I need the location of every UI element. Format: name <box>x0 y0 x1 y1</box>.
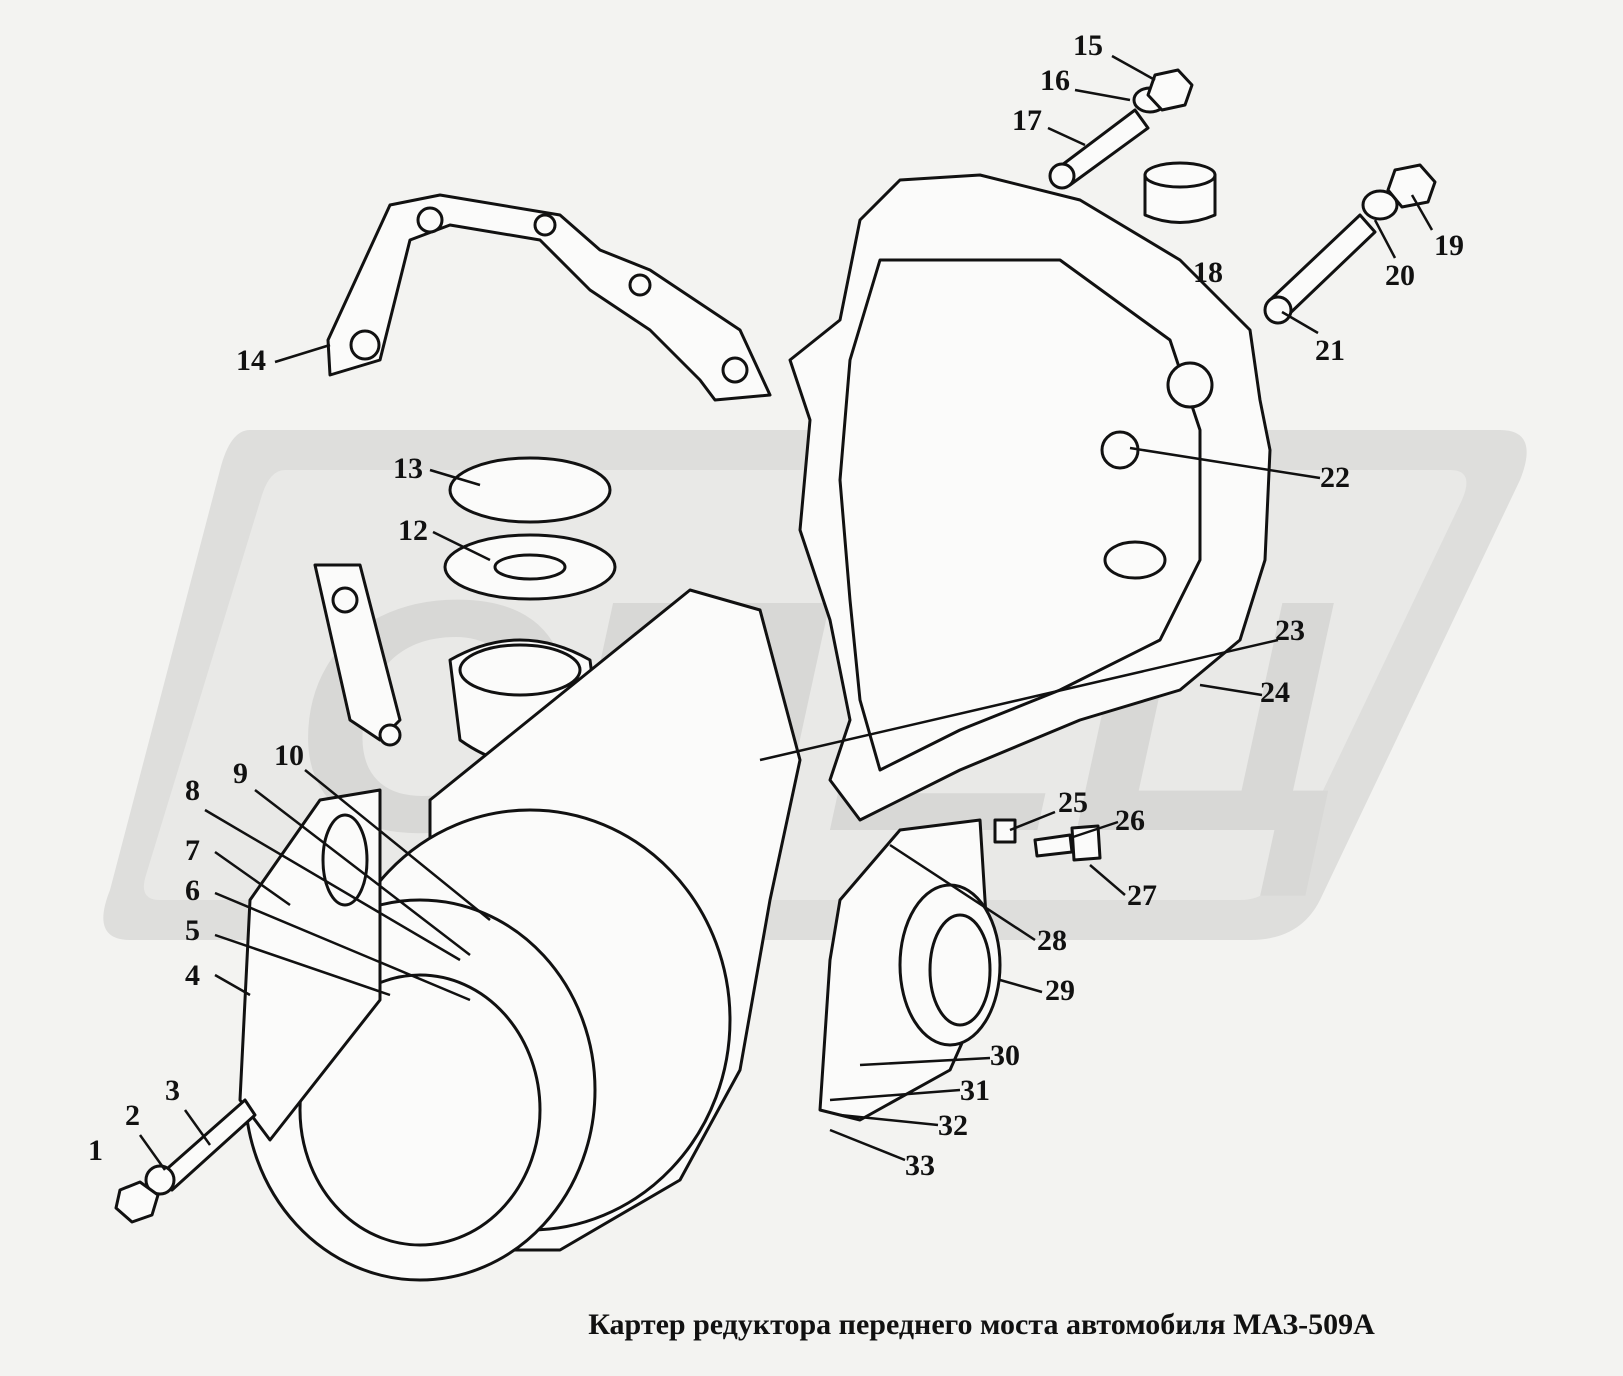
cover-housing <box>788 173 1272 822</box>
leader-line-6 <box>214 891 471 1002</box>
bracket-hole <box>331 586 359 614</box>
callout-number-2: 2 <box>125 1099 140 1132</box>
callout-number-5: 5 <box>185 914 200 947</box>
leader-line-26 <box>1069 820 1119 840</box>
callout-number-28: 28 <box>1037 924 1067 957</box>
callout-number-4: 4 <box>185 959 200 992</box>
callout-number-30: 30 <box>990 1039 1020 1072</box>
stud-end <box>1048 162 1076 190</box>
washer-part-20 <box>1361 189 1399 221</box>
bearing-bore <box>928 913 992 1027</box>
cover-port <box>1103 540 1167 580</box>
callout-number-18: 18 <box>1193 256 1223 289</box>
bracket-hole <box>378 723 402 747</box>
leader-line-5 <box>214 933 391 997</box>
callout-number-3: 3 <box>165 1074 180 1107</box>
leader-line-14 <box>274 343 331 364</box>
leader-line-8 <box>204 808 461 962</box>
neck-opening <box>458 643 582 697</box>
leader-line-33 <box>829 1128 906 1162</box>
leader-line-32 <box>839 1113 939 1127</box>
leader-line-3 <box>183 1109 212 1146</box>
callout-number-31: 31 <box>960 1074 990 1107</box>
cover-inner <box>838 258 1202 772</box>
leader-line-30 <box>859 1056 991 1067</box>
callout-number-13: 13 <box>393 452 423 485</box>
callout-number-1: 1 <box>88 1134 103 1167</box>
callout-number-9: 9 <box>233 757 248 790</box>
leader-line-4 <box>214 973 251 997</box>
leader-line-9 <box>254 789 471 956</box>
gasket-hole <box>416 206 444 234</box>
callout-number-29: 29 <box>1045 974 1075 1007</box>
leader-line-27 <box>1089 864 1126 896</box>
callout-number-6: 6 <box>185 874 200 907</box>
leader-line-15 <box>1111 54 1156 82</box>
bolt-part-27 <box>1033 833 1074 858</box>
leader-line-31 <box>829 1088 961 1102</box>
nut-part-15 <box>1146 68 1194 112</box>
callout-number-12: 12 <box>398 514 428 547</box>
leader-line-23 <box>759 638 1279 762</box>
callout-number-10: 10 <box>274 739 304 772</box>
nut-part-19 <box>1386 163 1437 209</box>
nut-part-25 <box>993 818 1017 844</box>
gasket-hole <box>533 213 557 237</box>
callout-number-22: 22 <box>1320 461 1350 494</box>
leader-line-28 <box>889 843 1036 942</box>
callout-number-21: 21 <box>1315 334 1345 367</box>
callout-number-33: 33 <box>905 1149 935 1182</box>
stud-end <box>1263 295 1293 325</box>
leader-lines <box>138 54 1434 1171</box>
gasket-hole <box>349 329 381 361</box>
callout-number-19: 19 <box>1434 229 1464 262</box>
callout-number-7: 7 <box>185 834 200 867</box>
leader-line-21 <box>1281 310 1319 335</box>
nut-part-1 <box>114 1180 160 1224</box>
callout-number-16: 16 <box>1040 64 1070 97</box>
diagram-caption: Картер редуктора переднего моста автомоб… <box>588 1308 1375 1341</box>
leader-line-7 <box>214 850 291 907</box>
housing-bore <box>298 973 542 1247</box>
callout-number-26: 26 <box>1115 804 1145 837</box>
washer-hole <box>493 553 567 581</box>
leader-line-25 <box>1009 810 1056 832</box>
callout-number-24: 24 <box>1260 676 1290 709</box>
gasket-hole <box>721 356 749 384</box>
leader-line-2 <box>138 1134 167 1171</box>
callout-numbers: 1234567891012131415161718192021222324252… <box>88 29 1464 1182</box>
callout-number-25: 25 <box>1058 786 1088 819</box>
callout-number-14: 14 <box>236 344 266 377</box>
leader-line-22 <box>1129 446 1321 480</box>
callout-number-20: 20 <box>1385 259 1415 292</box>
cap-part-13 <box>448 456 612 524</box>
leader-line-10 <box>304 769 491 921</box>
cover-boss <box>1166 361 1214 409</box>
callout-number-32: 32 <box>938 1109 968 1142</box>
leader-line-20 <box>1373 219 1397 259</box>
parts <box>114 68 1437 1282</box>
leader-line-16 <box>1074 88 1131 102</box>
leader-line-24 <box>1199 683 1263 697</box>
bolt-head <box>1070 824 1102 862</box>
washer-part-2 <box>144 1164 176 1196</box>
leader-line-17 <box>1047 126 1086 147</box>
plug-top <box>1143 161 1217 189</box>
callout-number-23: 23 <box>1275 614 1305 647</box>
plug-part-22 <box>1100 430 1140 470</box>
callout-number-8: 8 <box>185 774 200 807</box>
leader-line-19 <box>1410 194 1434 231</box>
callout-number-15: 15 <box>1073 29 1103 62</box>
leader-line-12 <box>432 530 491 562</box>
callout-number-17: 17 <box>1012 104 1042 137</box>
leader-line-29 <box>999 978 1043 994</box>
leader-line-13 <box>429 468 481 487</box>
gasket-hole <box>628 273 652 297</box>
callout-number-27: 27 <box>1127 879 1157 912</box>
